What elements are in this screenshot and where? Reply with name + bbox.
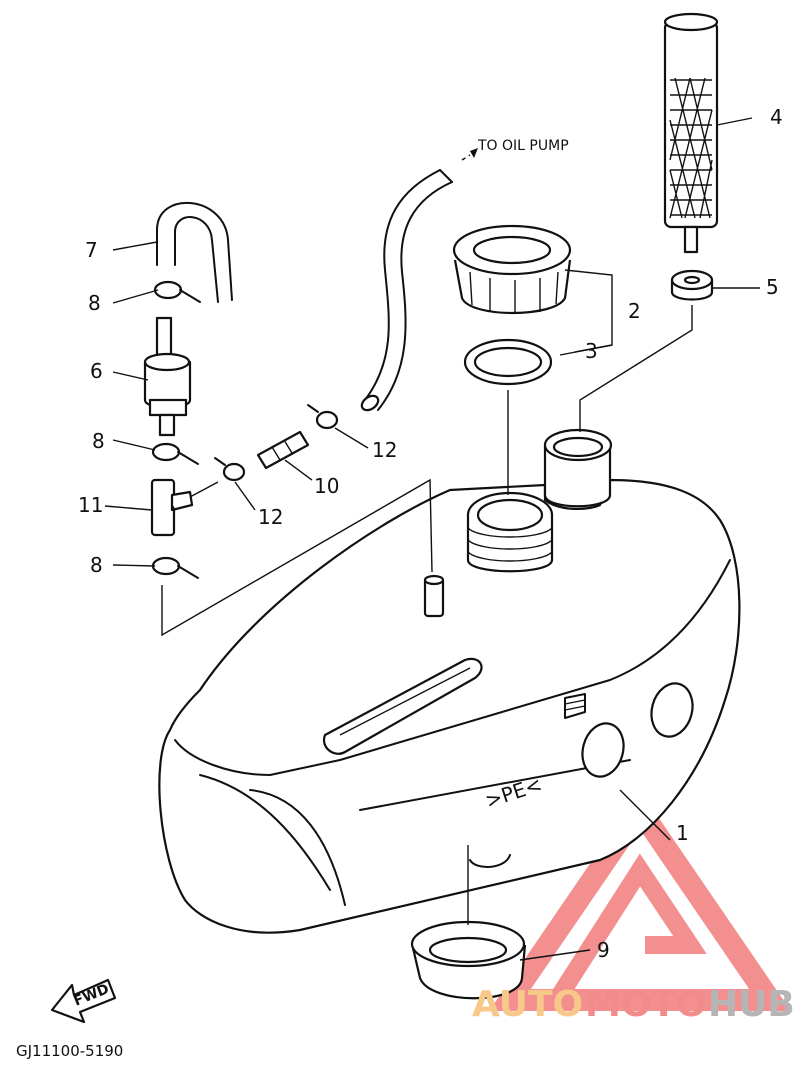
label-part-7: 7 [85, 238, 98, 262]
label-part-2: 2 [628, 299, 641, 323]
watermark-hub: HUB [708, 984, 795, 1025]
clamp-12-lower [214, 457, 246, 482]
hose-clamp-bottom [151, 556, 199, 579]
label-part-9: 9 [597, 938, 610, 962]
oil-strainer [663, 12, 719, 254]
label-part-8-middle: 8 [92, 429, 105, 453]
cap-gasket [463, 338, 553, 386]
clamp-12-upper [307, 404, 339, 430]
label-part-12-upper: 12 [372, 438, 397, 462]
hose-to-oil-pump [360, 148, 478, 412]
hose-clamp-top [153, 280, 201, 303]
forward-arrow-icon: FWD [50, 978, 117, 1024]
label-part-6: 6 [90, 359, 103, 383]
to-oil-pump-label: TO OIL PUMP [477, 138, 569, 154]
watermark-moto: MOTO [585, 984, 707, 1025]
hose-joint [256, 430, 310, 470]
watermark-auto: AUTO [472, 984, 583, 1025]
label-part-1: 1 [676, 821, 689, 845]
watermark-logo-icon [489, 790, 791, 1011]
oil-tank-cap [452, 224, 572, 315]
label-part-3: 3 [585, 339, 598, 363]
oil-tank: >PE< [158, 428, 741, 934]
label-part-8-bottom: 8 [90, 553, 103, 577]
label-part-10: 10 [314, 474, 339, 498]
label-part-5: 5 [766, 275, 779, 299]
tee-joint [150, 478, 194, 537]
drawing-code: GJ11100-5190 [16, 1042, 123, 1060]
label-leaders [104, 117, 760, 961]
assembly-lines [161, 305, 693, 925]
label-part-4: 4 [770, 105, 783, 129]
strainer-grommet [670, 269, 714, 301]
oil-filter [143, 316, 192, 437]
watermark-text: AUTO MOTO HUB [472, 984, 795, 1025]
bent-hose [156, 201, 233, 303]
bottom-ring [410, 920, 527, 1000]
tank-outlet-pipe [423, 574, 445, 618]
label-part-11: 11 [78, 493, 103, 517]
label-part-8-top: 8 [88, 291, 101, 315]
label-part-12-lower: 12 [258, 505, 283, 529]
hose-clamp-middle [151, 442, 199, 465]
